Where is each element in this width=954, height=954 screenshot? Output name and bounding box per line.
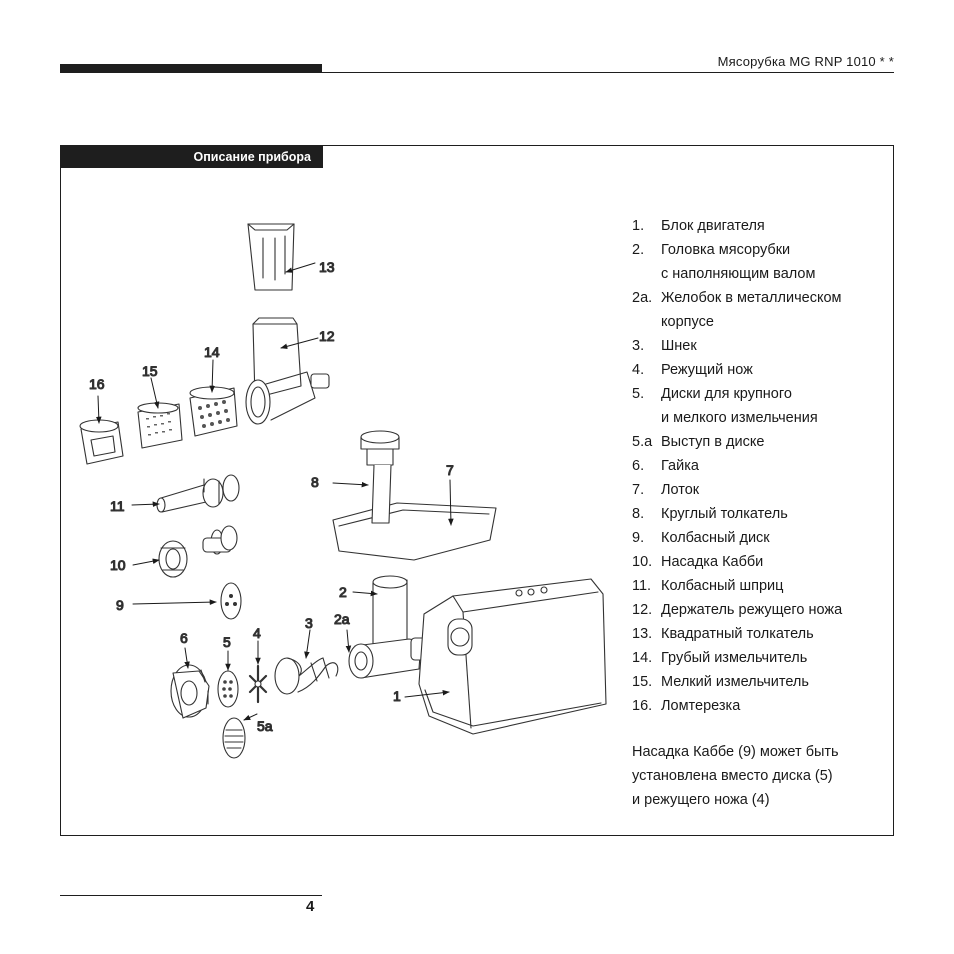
callout-12: 12 <box>319 328 335 344</box>
callout-11: 11 <box>110 498 125 514</box>
parts-list-item: 11. Колбасный шприц <box>632 574 892 598</box>
section-label: Описание прибора <box>61 146 323 168</box>
part-label: Ломтерезка <box>661 698 741 714</box>
callout-9: 9 <box>116 597 124 613</box>
part-number: 9. <box>632 530 645 546</box>
parts-list-item: 15. Мелкий измельчитель <box>632 670 892 694</box>
parts-list-item: 14. Грубый измельчитель <box>632 646 892 670</box>
sausage-nozzle-drawing <box>156 474 240 513</box>
part-label: Лоток <box>661 482 700 498</box>
callout-2: 2 <box>339 584 347 600</box>
parts-list-item: 9. Колбасный диск <box>632 526 892 550</box>
parts-list-item: 1. Блок двигателя <box>632 214 892 238</box>
square-pusher-drawing <box>247 223 295 291</box>
callout-1: 1 <box>393 688 401 704</box>
parts-list-item: 7. Лоток <box>632 478 892 502</box>
callout-5: 5 <box>223 634 231 650</box>
part-number: 2. <box>632 242 645 258</box>
header-title: Мясорубка MG RNP 1010 * * <box>717 54 894 69</box>
exploded-diagram: 13 12 14 15 16 11 10 9 6 5 4 3 2a 2 8 7 … <box>79 223 607 759</box>
tray-drawing <box>332 502 497 561</box>
part-label: Головка мясорубки с наполняющим валом <box>661 242 816 282</box>
parts-list-item: 13. Квадратный толкатель <box>632 622 892 646</box>
callout-5a: 5a <box>257 718 273 734</box>
part-label: Мелкий измельчитель <box>661 674 809 690</box>
part-label: Держатель режущего ножа <box>661 602 843 618</box>
callout-15: 15 <box>142 363 158 379</box>
part-number: 4. <box>632 362 645 378</box>
part-number: 10. <box>632 554 653 570</box>
parts-list-item: 4. Режущий нож <box>632 358 892 382</box>
callout-13: 13 <box>319 259 335 275</box>
parts-list-item: 10. Насадка Кабби <box>632 550 892 574</box>
grinder-head-drawing <box>348 575 432 679</box>
parts-list-item: 16. Ломтерезка <box>632 694 892 718</box>
auger-drawing <box>274 657 339 695</box>
part-label: Колбасный шприц <box>661 578 784 594</box>
header-rule <box>322 72 894 73</box>
callout-6: 6 <box>180 630 188 646</box>
slicer-drawing <box>79 419 124 465</box>
fine-disc-drawing <box>222 717 246 759</box>
knife-drawing <box>248 664 268 704</box>
part-number: 15. <box>632 674 653 690</box>
part-label: Диски для крупного и мелкого измельчения <box>661 386 818 426</box>
parts-list-item: 3. Шнек <box>632 334 892 358</box>
part-number: 2a. <box>632 290 653 306</box>
grinding-disc-drawing <box>217 670 239 708</box>
part-number: 13. <box>632 626 653 642</box>
part-label: Выступ в диске <box>661 434 765 450</box>
part-number: 11. <box>632 578 652 594</box>
callout-14: 14 <box>204 344 220 360</box>
part-number: 1. <box>632 218 645 234</box>
part-number: 8. <box>632 506 645 522</box>
callout-16: 16 <box>89 376 105 392</box>
part-label: Квадратный толкатель <box>661 626 814 642</box>
parts-list: 1. Блок двигателя 2. Головка мясорубки с на… <box>632 214 892 718</box>
callout-4: 4 <box>253 625 261 641</box>
callout-2a: 2a <box>334 611 350 627</box>
callout-8: 8 <box>311 474 319 490</box>
nut-drawing <box>170 664 210 719</box>
parts-list-item: 2. Головка мясорубки с наполняющим валом <box>632 238 892 286</box>
part-number: 14. <box>632 650 653 666</box>
round-pusher-drawing <box>360 430 400 524</box>
part-label: Гайка <box>661 458 699 474</box>
part-number: 3. <box>632 338 645 354</box>
parts-list-item: 2a. Желобок в металлическом корпусе <box>632 286 892 334</box>
callout-10: 10 <box>110 557 126 573</box>
part-number: 6. <box>632 458 645 474</box>
part-number: 12. <box>632 602 653 618</box>
part-number: 5.a <box>632 434 653 450</box>
parts-list-item: 8. Круглый толкатель <box>632 502 892 526</box>
part-number: 16. <box>632 698 653 714</box>
callout-7: 7 <box>446 462 454 478</box>
sausage-disc-drawing <box>220 582 242 620</box>
kebbe-note: Насадка Каббе (9) может быть установлена… <box>632 744 839 808</box>
header-bar <box>60 64 322 73</box>
part-label: Насадка Кабби <box>661 554 764 570</box>
callout-3: 3 <box>305 615 313 631</box>
motor-body-drawing <box>418 578 607 735</box>
parts-list-item: 12. Держатель режущего ножа <box>632 598 892 622</box>
part-label: Режущий нож <box>661 362 753 378</box>
part-label: Круглый толкатель <box>661 506 788 522</box>
page-number: 4 <box>306 898 315 915</box>
part-label: Колбасный диск <box>661 530 770 546</box>
parts-list-item: 5. Диски для крупного и мелкого измельчен… <box>632 382 892 430</box>
fine-drum-drawing <box>137 402 183 449</box>
cutter-holder-drawing <box>245 317 330 425</box>
part-number: 5. <box>632 386 645 402</box>
part-label: Блок двигателя <box>661 218 765 234</box>
part-number: 7. <box>632 482 645 498</box>
kebbe-attachment-drawing <box>158 525 238 578</box>
coarse-drum-drawing <box>189 386 238 437</box>
part-label: Желобок в металлическом корпусе <box>661 290 842 330</box>
part-label: Грубый измельчитель <box>661 650 808 666</box>
content-frame: Описание прибора <box>60 145 894 836</box>
parts-list-item: 6. Гайка <box>632 454 892 478</box>
parts-list-item: 5.a Выступ в диске <box>632 430 892 454</box>
part-label: Шнек <box>661 338 697 354</box>
footer-rule <box>60 895 322 896</box>
